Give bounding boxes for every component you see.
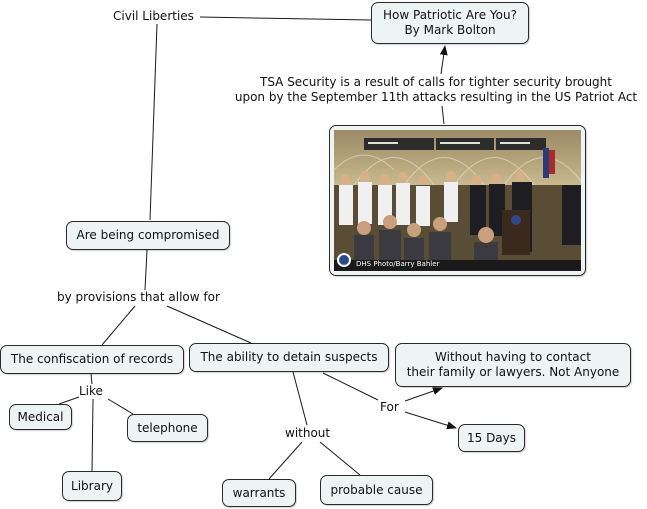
library-node[interactable]: Library — [62, 471, 122, 501]
line-photo-to-tsa — [441, 105, 445, 125]
fifteen-days-node[interactable]: 15 Days — [458, 424, 525, 452]
without-contact-line-2: their family or lawyers. Not Anyone — [406, 365, 620, 379]
tsa-line-2: upon by the September 11th attacks resul… — [234, 90, 638, 104]
title-line-1: How Patriotic Are You? — [383, 8, 517, 22]
without-contact-line-1: Without having to contact — [435, 350, 591, 364]
detain-node[interactable]: The ability to detain suspects — [189, 343, 389, 372]
for-label[interactable]: For — [380, 400, 399, 415]
line-provisions-to-detain — [166, 305, 252, 344]
line-for-to-without-contact — [404, 387, 443, 402]
tsa-line-1: TSA Security is a result of calls for ti… — [260, 75, 612, 89]
line-detain-to-without — [292, 371, 308, 426]
line-civil-to-title — [199, 16, 372, 21]
photo-illustration — [334, 130, 581, 271]
civil-liberties-label[interactable]: Civil Liberties — [113, 9, 194, 24]
line-compromised-to-provisions — [144, 249, 148, 291]
line-without-to-warrants — [268, 441, 303, 480]
line-for-to-15-days — [404, 411, 457, 430]
like-label[interactable]: Like — [79, 384, 103, 399]
title-line-2: By Mark Bolton — [404, 23, 496, 37]
photo-caption: DHS Photo/Barry Bahler — [356, 260, 440, 268]
compromised-node[interactable]: Are being compromised — [66, 221, 230, 250]
press-conference-photo: DHS Photo/Barry Bahler — [334, 130, 581, 271]
line-civil-to-compromised — [149, 23, 158, 221]
line-detain-to-for — [322, 372, 379, 401]
without-label[interactable]: without — [285, 426, 331, 441]
line-without-to-probable — [319, 441, 361, 476]
warrants-node[interactable]: warrants — [222, 479, 296, 507]
line-like-to-library — [91, 398, 94, 472]
line-confiscation-to-like — [90, 373, 93, 385]
without-contact-node[interactable]: Without having to contact their family o… — [395, 343, 631, 387]
line-like-to-medical — [58, 396, 80, 405]
tsa-security-text[interactable]: TSA Security is a result of calls for ti… — [234, 75, 638, 105]
medical-node[interactable]: Medical — [9, 404, 72, 430]
probable-cause-node[interactable]: probable cause — [320, 475, 433, 505]
photo-node[interactable]: DHS Photo/Barry Bahler — [329, 125, 586, 276]
by-provisions-label[interactable]: by provisions that allow for — [57, 290, 220, 305]
line-provisions-to-confiscation — [101, 305, 136, 346]
telephone-node[interactable]: telephone — [127, 414, 208, 442]
title-node[interactable]: How Patriotic Are You? By Mark Bolton — [371, 2, 529, 44]
line-tsa-to-title — [439, 45, 448, 75]
line-like-to-telephone — [107, 398, 134, 415]
confiscation-node[interactable]: The confiscation of records — [0, 345, 184, 374]
